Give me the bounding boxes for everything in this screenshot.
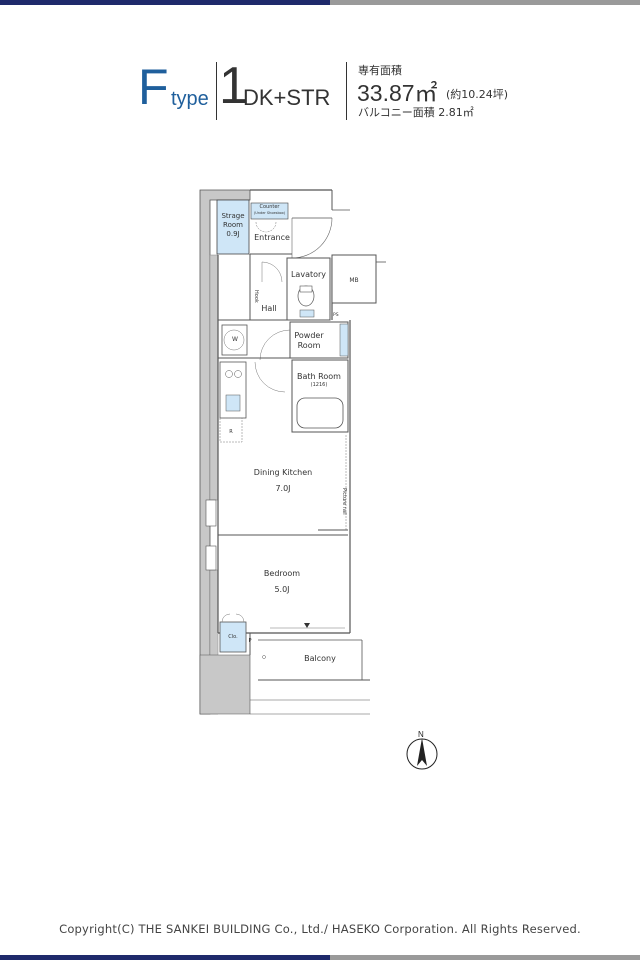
header-divider-1: [216, 62, 217, 120]
entrance-label: Entrance: [254, 233, 290, 242]
type-word: type: [171, 88, 209, 110]
north-label: N: [418, 730, 424, 739]
lavatory-label: Lavatory: [290, 270, 327, 279]
compass: N: [405, 730, 439, 774]
layout-number: 1: [219, 57, 248, 115]
closet-label: Clo.: [228, 634, 238, 640]
mb-label: MB: [349, 277, 359, 284]
p-label: P: [248, 638, 252, 644]
washer-label: W: [232, 336, 238, 343]
counter-label: Counter(Under Shoesbox): [253, 204, 286, 215]
hook-label: Hook: [253, 290, 259, 303]
exclusive-area-value: 33.87㎡: [357, 80, 438, 106]
layout-type: DK+STR: [243, 85, 331, 110]
ps-label: PS: [333, 312, 339, 318]
exclusive-area-tsubo: (約10.24坪): [446, 88, 509, 101]
refrigerator-label: R: [229, 429, 233, 435]
bottom-accent-bar: [0, 955, 640, 960]
header-divider-2: [346, 62, 347, 120]
picture-rail-label: Picture rail: [341, 488, 347, 515]
balcony-label: Balcony: [304, 654, 336, 663]
hall-label: Hall: [261, 304, 277, 313]
exclusive-area-label: 専有面積: [358, 64, 402, 77]
balcony-area: バルコニー面積 2.81㎡: [358, 106, 474, 119]
bath-room-label: Bath Room(1216): [297, 372, 341, 388]
north-arrow-icon: [406, 738, 438, 770]
copyright: Copyright(C) THE SANKEI BUILDING Co., Lt…: [59, 922, 581, 936]
top-accent-bar: [0, 0, 640, 5]
type-letter: F: [138, 59, 169, 115]
